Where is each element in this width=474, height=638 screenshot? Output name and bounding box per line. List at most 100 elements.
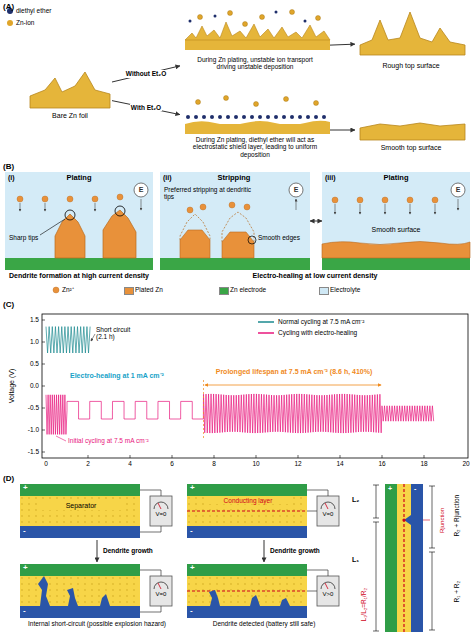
- drawing-circle: [451, 183, 465, 197]
- drawing-path: [209, 590, 220, 606]
- drawing-circle: [229, 202, 235, 208]
- drawing-line: [205, 385, 381, 386]
- drawing-circle: [115, 206, 125, 216]
- text-label: -: [414, 485, 422, 493]
- drawing-rect: [185, 124, 330, 134]
- text-label: 16: [374, 460, 390, 467]
- text-label: V=0: [150, 591, 172, 598]
- drawing-polyline: [140, 490, 161, 496]
- drawing-polyline: [307, 591, 317, 592]
- drawing-circle: [275, 11, 278, 14]
- drawing-line: [91, 334, 95, 341]
- drawing-line: [373, 522, 379, 523]
- drawing-circle: [432, 197, 438, 203]
- drawing-polygon: [180, 230, 210, 258]
- text-label: -: [23, 526, 31, 535]
- text-label: (D): [3, 474, 23, 483]
- text-label: Electro-healing at 1 mA cm⁻²: [70, 372, 180, 380]
- drawing-line: [435, 204, 436, 214]
- drawing-circle: [357, 197, 363, 203]
- drawing-circle: [284, 97, 289, 102]
- diagram-node: During Zn plating, unstable ion transpor…: [180, 8, 330, 88]
- diagram-node: Smooth top surface: [355, 100, 467, 160]
- drawing-circle: [290, 10, 295, 15]
- diagram-node: (ii)StrippingPreferred stripping at dend…: [160, 172, 310, 270]
- diagram-node: (iii)PlatingSmooth surface: [322, 172, 470, 270]
- drawing-polyline: [46, 394, 434, 434]
- connector-arrow: [330, 130, 355, 131]
- drawing-circle: [243, 22, 248, 27]
- text-label: 4: [122, 460, 138, 467]
- text-label: E: [136, 186, 146, 194]
- drawing-circle: [196, 100, 201, 105]
- drawing-rect: [160, 172, 310, 270]
- connector-arrow: [97, 540, 98, 562]
- node-text: Internal short-circuit (possible explosi…: [18, 620, 176, 627]
- drawing-g: [42, 320, 424, 458]
- diagram-node: During Zn plating, diethyl ether will ac…: [180, 92, 330, 168]
- drawing-circle: [407, 197, 413, 203]
- text-label: (B): [3, 162, 23, 171]
- drawing-circle: [67, 196, 73, 202]
- drawing-circle: [17, 196, 23, 202]
- connector-arrow: [264, 540, 265, 562]
- drawing-line: [42, 364, 45, 365]
- edge-label: Without Et₂O: [125, 70, 167, 77]
- drawing-g: [189, 11, 307, 23]
- diagram-node: Bare Zn foil: [28, 60, 112, 124]
- drawing-line: [214, 455, 215, 458]
- drawing-line: [432, 486, 433, 548]
- legend-text: Zn electrode: [230, 286, 266, 293]
- legend-text: Cycling with electro-healing: [278, 329, 357, 336]
- drawing-line: [360, 204, 361, 214]
- drawing-circle: [187, 207, 193, 213]
- drawing-use: [187, 484, 307, 538]
- drawing-use: [317, 496, 339, 526]
- drawing-circle: [228, 11, 233, 16]
- text-label: R₁ + R₂: [453, 572, 460, 612]
- drawing-circle: [260, 15, 265, 20]
- drawing-line: [429, 552, 435, 553]
- drawing-circle: [332, 197, 338, 203]
- drawing-circle: [254, 102, 259, 107]
- drawing-rect: [5, 258, 153, 270]
- text-label: Voltage (V): [8, 356, 16, 416]
- drawing-path: [250, 595, 260, 606]
- drawing-circle: [42, 196, 48, 202]
- node-text: Stripping: [190, 174, 278, 183]
- text-label: 0.5: [18, 360, 39, 367]
- text-label: -: [190, 606, 198, 615]
- node-text: Separator: [40, 502, 122, 510]
- edge-label: Dendrite growth: [269, 547, 321, 554]
- text-label: R₂ + Rjunction: [453, 486, 460, 546]
- drawing-line: [56, 436, 66, 441]
- text-label: E: [291, 186, 301, 194]
- node-text: Preferred stripping at dendritic tips: [164, 186, 252, 201]
- drawing-line: [373, 518, 379, 519]
- text-label: +: [388, 485, 396, 493]
- drawing-line: [432, 552, 433, 630]
- text-label: -1.5: [18, 448, 39, 455]
- drawing-path: [280, 598, 290, 606]
- drawing-line: [42, 452, 45, 453]
- drawing-g: [373, 485, 435, 631]
- diagram-node: Rough top surface: [355, 8, 467, 76]
- text-label: Rjunction: [439, 500, 446, 540]
- node-text: Plating: [35, 174, 123, 183]
- drawing-line: [335, 204, 336, 214]
- text-label: Electro-healing at low current density: [160, 272, 470, 280]
- drawing-circle: [92, 196, 98, 202]
- legend-text: Zn-ion: [16, 19, 34, 26]
- drawing-use: [317, 576, 339, 606]
- text-label: E: [453, 186, 463, 194]
- diagram-node: Internal short-circuit (possible explosi…: [18, 562, 176, 638]
- text-label: L₁: [352, 556, 366, 564]
- drawing-line: [258, 321, 274, 323]
- drawing-line: [424, 455, 425, 458]
- drawing-line: [423, 520, 430, 521]
- drawing-line: [20, 203, 21, 211]
- drawing-polygon: [55, 214, 85, 258]
- drawing-line: [187, 510, 307, 511]
- drawing-polygon: [222, 232, 254, 258]
- drawing-g: [38, 576, 290, 606]
